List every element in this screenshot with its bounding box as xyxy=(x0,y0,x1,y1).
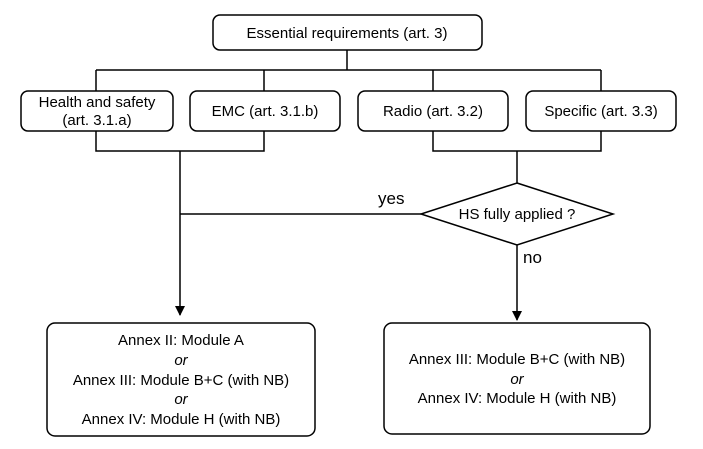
essential-requirements-label: Essential requirements (art. 3) xyxy=(247,25,448,42)
emc-box: EMC (art. 3.1.b) xyxy=(189,90,341,132)
health-safety-box: Health and safety (art. 3.1.a) xyxy=(20,90,174,132)
right-outcome-line1: Annex III: Module B+C (with NB) xyxy=(409,351,625,368)
yes-label: yes xyxy=(378,189,404,208)
radio-box: Radio (art. 3.2) xyxy=(357,90,509,132)
specific-box: Specific (art. 3.3) xyxy=(525,90,677,132)
connector-lines xyxy=(95,50,602,321)
specific-label: Specific (art. 3.3) xyxy=(544,103,657,120)
emc-label: EMC (art. 3.1.b) xyxy=(212,103,319,120)
left-outcome-or1: or xyxy=(174,352,188,369)
left-outcome-box: Annex II: Module A or Annex III: Module … xyxy=(46,322,316,437)
health-safety-label-line2: (art. 3.1.a) xyxy=(62,112,131,129)
hs-question-label: HS fully applied ? xyxy=(459,206,576,223)
left-outcome-line2: Annex III: Module B+C (with NB) xyxy=(73,372,289,389)
essential-requirements-box: Essential requirements (art. 3) xyxy=(212,14,483,51)
right-outcome-box: Annex III: Module B+C (with NB) or Annex… xyxy=(383,322,651,435)
hs-decision-diamond: HS fully applied ? xyxy=(418,182,616,246)
left-outcome-line3: Annex IV: Module H (with NB) xyxy=(82,411,281,428)
right-outcome-or1: or xyxy=(510,371,524,388)
no-label: no xyxy=(523,248,542,267)
health-safety-label-line1: Health and safety xyxy=(39,94,156,111)
radio-label: Radio (art. 3.2) xyxy=(383,103,483,120)
left-outcome-or2: or xyxy=(174,391,188,408)
left-outcome-line1: Annex II: Module A xyxy=(118,332,244,349)
right-outcome-line2: Annex IV: Module H (with NB) xyxy=(418,390,617,407)
